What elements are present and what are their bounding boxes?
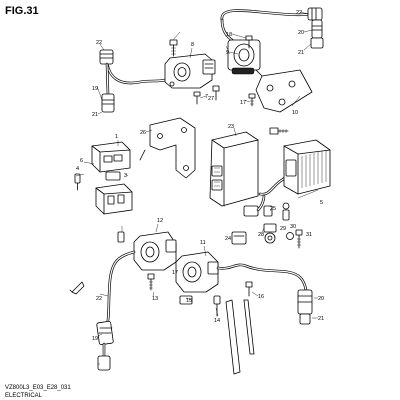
top-left-spark-plug-cap — [99, 49, 167, 113]
callout-19-upper: 19 — [92, 86, 98, 92]
relay-24 — [231, 231, 247, 245]
callout-1: 1 — [115, 134, 118, 140]
fuse-4 — [74, 173, 81, 191]
callout-20-upper: 20 — [298, 30, 304, 36]
grommet-29 — [264, 232, 276, 244]
model-code-caption: VZ800L3_E03_E28_031 — [5, 385, 71, 391]
bolt-31 — [295, 229, 303, 249]
starter-relay-assembly — [91, 140, 133, 215]
lower-right-ht-lead — [216, 263, 313, 325]
callout-28: 28 — [258, 232, 264, 238]
clamp-band-left — [225, 299, 241, 375]
callout-21-lower: 21 — [318, 316, 324, 322]
figure-title: FIG.31 — [5, 5, 39, 17]
callout-12: 12 — [157, 218, 163, 224]
lower-left-ignition-coil — [133, 223, 177, 271]
callout-14: 14 — [214, 318, 220, 324]
callout-6: 6 — [80, 158, 83, 164]
callout-27: 27 — [208, 96, 214, 102]
callout-21-upper-left: 21 — [92, 112, 98, 118]
callout-9: 9 — [226, 50, 229, 56]
lower-left-ht-lead — [96, 250, 136, 371]
callout-31: 31 — [306, 232, 312, 238]
callout-30: 30 — [290, 224, 296, 230]
callout-24: 24 — [225, 236, 231, 242]
washer-22-right — [282, 202, 290, 210]
callout-labels: 1 3 4 5 6 7 8 9 10 11 12 13 14 15 16 17 … — [76, 10, 324, 342]
bolt-13 — [147, 273, 155, 291]
leader-lines — [75, 11, 319, 365]
callout-11: 11 — [200, 240, 206, 246]
callout-29: 29 — [280, 226, 286, 232]
callout-25: 25 — [270, 206, 276, 212]
bolt-16 — [245, 281, 253, 297]
section-caption: ELECTRICAL — [5, 393, 43, 399]
callout-8: 8 — [191, 42, 194, 48]
callout-21-upper-right: 21 — [298, 50, 304, 56]
callout-22-lower: 22 — [96, 296, 102, 302]
callout-22-upper: 22 — [96, 40, 102, 46]
spacer-25 — [263, 205, 273, 217]
middle-bracket — [139, 117, 196, 179]
lower-right-ignition-coil — [175, 251, 219, 293]
clamp-band-right — [243, 299, 255, 355]
bolt-22-mid — [269, 127, 289, 135]
callout-26: 26 — [140, 130, 146, 136]
callout-15: 15 — [186, 298, 192, 304]
callout-17-lower: 17 — [172, 270, 178, 276]
bolt-27 — [193, 91, 201, 105]
callout-7: 7 — [205, 94, 208, 100]
upper-ignition-coil — [164, 47, 216, 89]
callout-23: 23 — [228, 124, 234, 130]
spacer-22-lower — [117, 231, 125, 243]
spacer-22-right — [282, 209, 290, 221]
bolt-17-upper — [248, 93, 256, 107]
callout-4: 4 — [76, 166, 79, 172]
callout-16: 16 — [258, 294, 264, 300]
arrow-marker — [69, 281, 85, 295]
callout-5: 5 — [320, 200, 323, 206]
bolt-7 — [212, 85, 220, 101]
upper-ignition-coil-2 — [220, 18, 261, 75]
engine-control-module — [209, 127, 259, 207]
callout-22-top-right: 22 — [296, 10, 302, 16]
cushion-28 — [263, 223, 277, 233]
callout-18: 18 — [226, 32, 232, 38]
bolt-22-top — [169, 39, 178, 57]
callout-10: 10 — [292, 110, 298, 116]
top-right-spark-plug-cap — [220, 7, 324, 49]
upper-right-bracket — [255, 69, 313, 113]
clamp-14 — [213, 295, 221, 317]
callout-13: 13 — [152, 296, 158, 302]
callout-17-upper: 17 — [240, 100, 246, 106]
washer-30 — [286, 232, 294, 240]
callout-3: 3 — [124, 173, 127, 179]
regulator-rectifier — [283, 139, 331, 195]
callout-20-lower: 20 — [318, 296, 324, 302]
callout-19-lower: 19 — [92, 336, 98, 342]
